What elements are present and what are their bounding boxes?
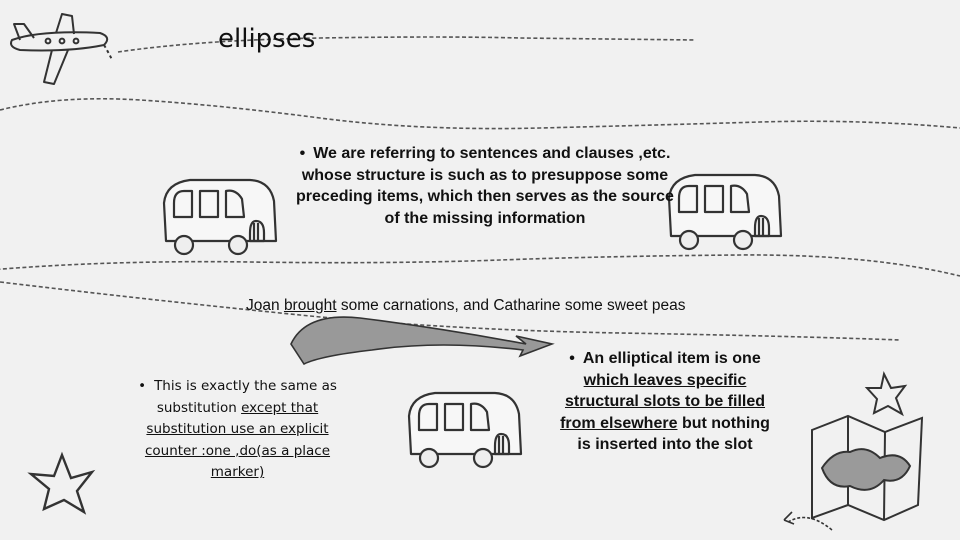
substitution-note-paragraph: • This is exactly the same as substitutio… — [125, 376, 350, 484]
wavy-line-upper — [0, 97, 960, 130]
star-icon-left — [27, 451, 96, 515]
substitution-text-1: This is exactly the same as substitution — [154, 378, 337, 416]
wavy-line-middle — [0, 254, 960, 277]
bullet: • — [138, 378, 147, 394]
curved-arrow-icon — [290, 316, 555, 366]
title-underline — [117, 36, 696, 53]
star-icon-right — [864, 371, 908, 417]
dashed-curve-arrow — [787, 516, 833, 531]
arrow-head-icon — [783, 511, 795, 525]
elliptical-text-4: but nothing is inserted into the slot — [577, 414, 770, 454]
example-rest: some carnations, and Catharine some swee… — [340, 297, 686, 314]
car-icon-left — [162, 178, 278, 256]
airplane-icon — [10, 13, 113, 85]
wavy-line-lower — [0, 281, 901, 341]
map-icon — [811, 414, 924, 522]
slide-title: ellipses — [218, 24, 316, 54]
example-sentence: Joan brought some carnations, and Cathar… — [246, 297, 685, 315]
car-icon-right — [667, 173, 783, 251]
definition-paragraph: •We are referring to sentences and claus… — [290, 143, 680, 229]
substitution-text-2: except that substitution use an explicit… — [144, 399, 331, 481]
elliptical-item-paragraph: • An elliptical item is one which leaves … — [560, 348, 770, 456]
elliptical-text-1: An elliptical item is — [582, 350, 728, 367]
elliptical-text-2: one — [732, 350, 761, 367]
car-icon-bottom — [407, 391, 523, 469]
definition-text: We are referring to sentences and clause… — [296, 145, 674, 227]
bullet: • — [299, 145, 306, 162]
example-subject: Joan — [246, 297, 280, 314]
example-verb: brought — [283, 297, 337, 314]
elliptical-text-3: which leaves specific structural slots t… — [560, 371, 766, 432]
bullet: • — [569, 350, 575, 367]
